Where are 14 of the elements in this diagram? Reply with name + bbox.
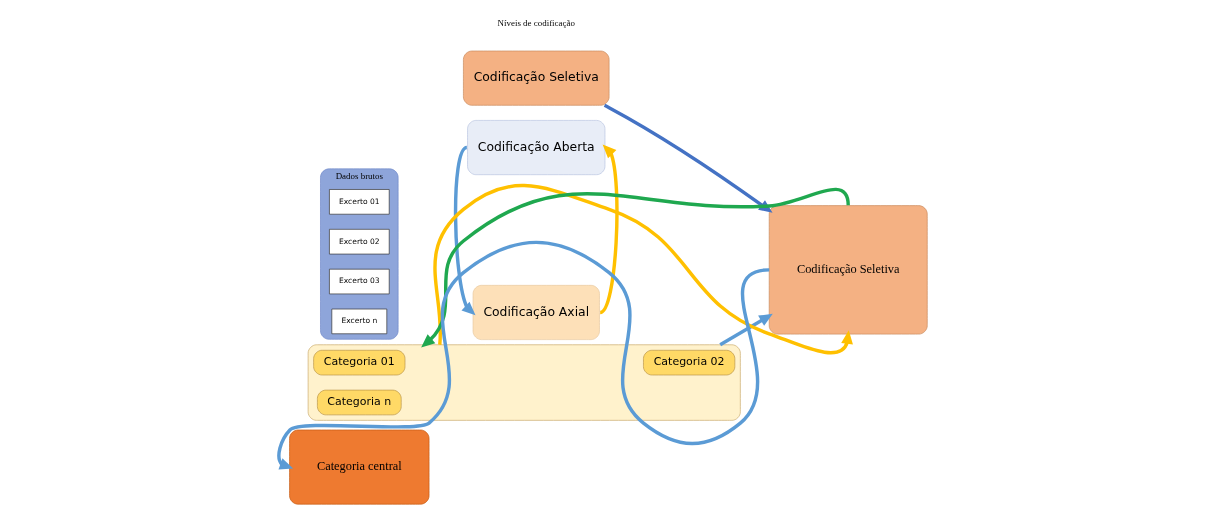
node-box: Codificação Aberta <box>467 120 606 176</box>
arrow <box>719 313 773 347</box>
node-box: Codificação Axial <box>472 285 600 340</box>
arrow <box>277 240 770 470</box>
label: Níveis de codificação <box>497 17 575 28</box>
node-box: Codificação Seletiva <box>463 50 610 106</box>
arrow <box>453 146 476 316</box>
node-box: Categoria central <box>289 429 430 505</box>
node-box: Categoria 01 <box>313 349 406 376</box>
node-box: Codificação Seletiva <box>768 205 928 335</box>
cluster <box>307 344 741 421</box>
node-box: Categoria n <box>317 389 402 416</box>
arrow <box>599 144 619 314</box>
node-box: Categoria 02 <box>643 349 736 376</box>
